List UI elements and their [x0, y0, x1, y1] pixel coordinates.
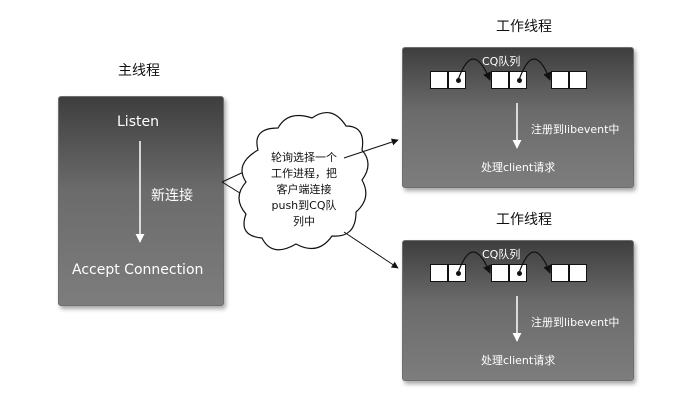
queue-node-cell: [569, 264, 587, 282]
worker-thread-box-1: CQ队列 注册到libevent中 处理client请求: [402, 47, 634, 188]
pointer-dot: [517, 271, 522, 276]
new-connection-label: 新连接: [151, 188, 193, 204]
worker-thread-box-2: CQ队列 注册到libevent中 处理client请求: [402, 240, 634, 381]
cloud-line: 列中: [293, 215, 315, 228]
cq-queue-label-1: CQ队列: [482, 55, 521, 68]
queue-link-arrow: [457, 251, 491, 274]
cloud-to-worker1-arrow: [343, 138, 399, 159]
cloud-to-worker2-arrow: [343, 231, 399, 269]
cloud-line: push到CQ队: [271, 199, 337, 212]
accept-connection-label: Accept Connection: [72, 262, 204, 278]
queue-link-arrow: [518, 58, 552, 81]
main-thread-title: 主线程: [118, 63, 160, 79]
queue-link-arrow: [457, 58, 491, 81]
cloud-line: 轮询选择一个: [271, 151, 337, 164]
cloud-text: 轮询选择一个 工作进程，把 客户端连接 push到CQ队 列中: [252, 150, 356, 230]
handle-client-label-1: 处理client请求: [481, 161, 556, 174]
handle-client-label-2: 处理client请求: [481, 354, 556, 367]
main-thread-box: Listen 新连接 Accept Connection: [58, 96, 224, 306]
worker-thread-title-2: 工作线程: [496, 212, 552, 228]
queue-link-arrow: [518, 251, 552, 274]
cq-queue-label-2: CQ队列: [482, 248, 521, 261]
register-libevent-label-1: 注册到libevent中: [531, 123, 620, 136]
dispatch-cloud-shape: [238, 111, 369, 251]
queue-node-cell: [430, 264, 448, 282]
queue-node-cell: [551, 71, 569, 89]
queue-node-cell: [491, 71, 509, 89]
cloud-line: 工作进程，把: [271, 167, 337, 180]
queue-node-cell: [551, 264, 569, 282]
register-libevent-label-2: 注册到libevent中: [531, 316, 620, 329]
listen-label: Listen: [117, 114, 159, 130]
queue-node-cell: [430, 71, 448, 89]
worker-thread-title-1: 工作线程: [496, 19, 552, 35]
queue-node-cell: [569, 71, 587, 89]
cloud-line: 客户端连接: [276, 183, 332, 196]
pointer-dot: [456, 78, 461, 83]
pointer-dot: [517, 78, 522, 83]
pointer-dot: [456, 271, 461, 276]
queue-node-cell: [491, 264, 509, 282]
